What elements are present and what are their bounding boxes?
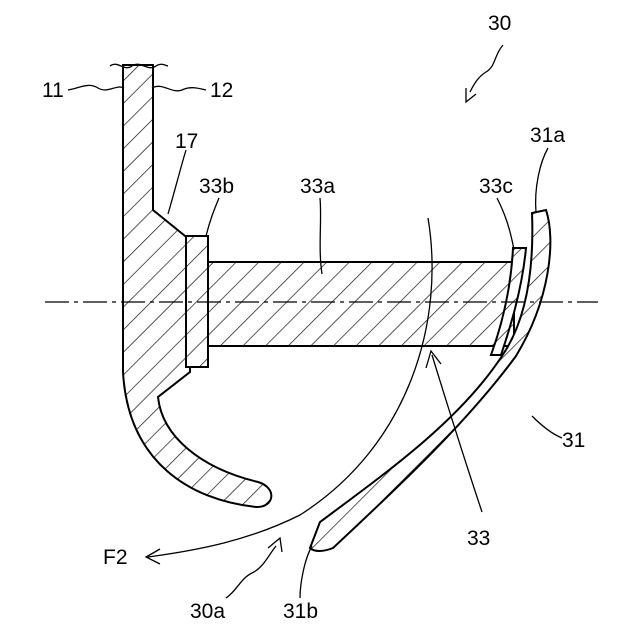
label-33a: 33a [300, 175, 335, 198]
leader-11 [68, 85, 124, 90]
leader-33b [206, 198, 219, 236]
leader-33c [497, 198, 514, 250]
label-12: 12 [210, 79, 233, 102]
leader-31a [536, 148, 548, 212]
label-17: 17 [175, 130, 198, 153]
leader-17 [168, 150, 186, 214]
label-11: 11 [42, 79, 64, 102]
label-33: 33 [467, 527, 490, 550]
leader-12 [152, 86, 206, 91]
arrowhead-30a [268, 538, 282, 552]
label-F2: F2 [103, 546, 128, 569]
leader-31 [532, 416, 562, 438]
label-31b: 31b [283, 600, 318, 623]
leader-30 [470, 45, 503, 92]
shaft-33a [207, 262, 514, 346]
leader-31b [300, 546, 312, 598]
label-31a: 31a [530, 124, 565, 147]
label-33b: 33b [199, 175, 234, 198]
label-33c: 33c [479, 175, 513, 198]
label-31: 31 [562, 429, 585, 452]
label-30: 30 [488, 12, 511, 35]
label-30a: 30a [190, 600, 225, 623]
leader-30a [226, 546, 276, 598]
